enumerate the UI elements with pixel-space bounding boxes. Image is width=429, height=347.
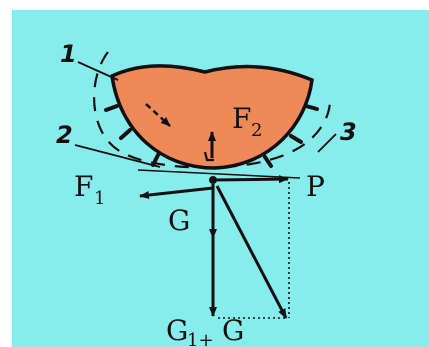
leader-1 xyxy=(77,61,119,81)
f1-arrow xyxy=(139,186,214,199)
body-shape xyxy=(110,64,314,170)
resultant-arrow xyxy=(215,185,288,319)
label-f1-sub: 1 xyxy=(94,188,105,209)
label-g: G xyxy=(168,204,190,237)
contact-line xyxy=(137,169,301,179)
label-part-1: 1 xyxy=(60,40,77,68)
f2-wiggle xyxy=(203,151,214,162)
label-part-2: 2 xyxy=(56,121,73,149)
label-f1: F xyxy=(74,170,93,203)
label-f2: F xyxy=(232,102,251,135)
inner-dashed-arrow xyxy=(145,103,171,127)
label-g1-sub: 1+ xyxy=(187,330,214,347)
leader-3 xyxy=(317,133,337,153)
label-g1-main: G xyxy=(166,314,188,347)
body-ticks xyxy=(104,104,319,168)
p-arrow xyxy=(212,175,289,184)
label-g-tail: G xyxy=(222,314,244,347)
label-part-3: 3 xyxy=(340,118,357,146)
label-f2-sub: 2 xyxy=(251,120,262,141)
outer-dashed-boundary xyxy=(92,51,332,169)
label-p: P xyxy=(306,170,325,203)
leader-2 xyxy=(74,144,161,168)
